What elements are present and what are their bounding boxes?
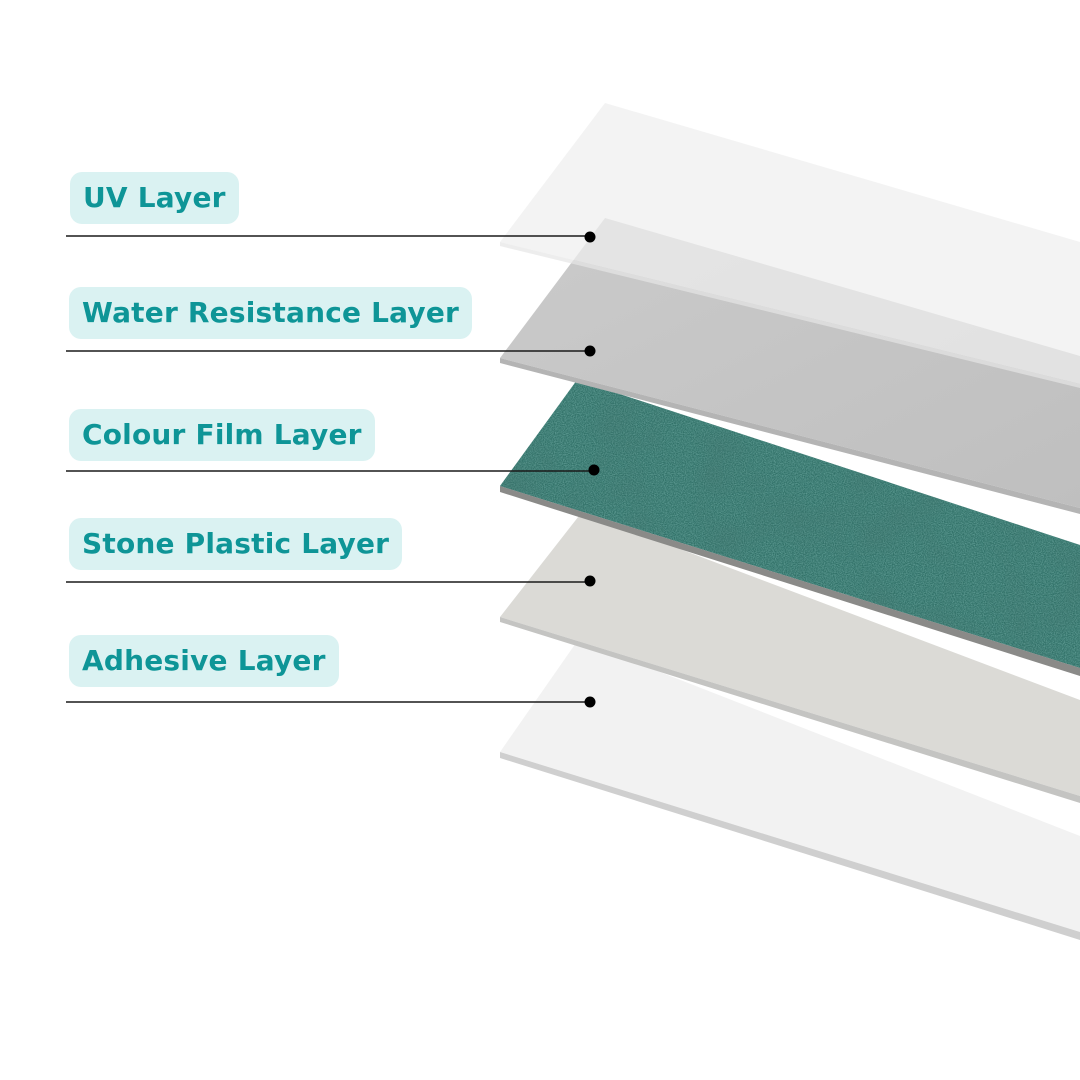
stone-plastic-layer-sheet [500, 512, 1080, 803]
leader-uv [66, 231, 596, 243]
leader-dot-stone-plastic [584, 575, 596, 587]
label-colour-film-layer: Colour Film Layer [69, 409, 375, 461]
leader-water-resistance [66, 345, 596, 357]
leader-dot-colour-film [588, 464, 600, 476]
leader-dot-adhesive [584, 696, 596, 708]
label-adhesive-layer: Adhesive Layer [69, 635, 339, 687]
water-resistance-layer-sheet [500, 218, 1080, 514]
leader-dot-uv [584, 231, 596, 243]
label-stone-plastic-layer: Stone Plastic Layer [69, 518, 403, 570]
leader-stone-plastic [66, 575, 596, 587]
adhesive-layer-sheet [500, 640, 1080, 940]
uv-layer-sheet [500, 103, 1080, 388]
leader-dot-water-resistance [584, 345, 596, 357]
colour-film-layer-sheet [500, 380, 1080, 676]
leader-adhesive [66, 696, 596, 708]
leader-colour-film [66, 464, 600, 476]
label-water-resistance-layer: Water Resistance Layer [69, 287, 473, 339]
label-uv-layer: UV Layer [70, 172, 239, 224]
